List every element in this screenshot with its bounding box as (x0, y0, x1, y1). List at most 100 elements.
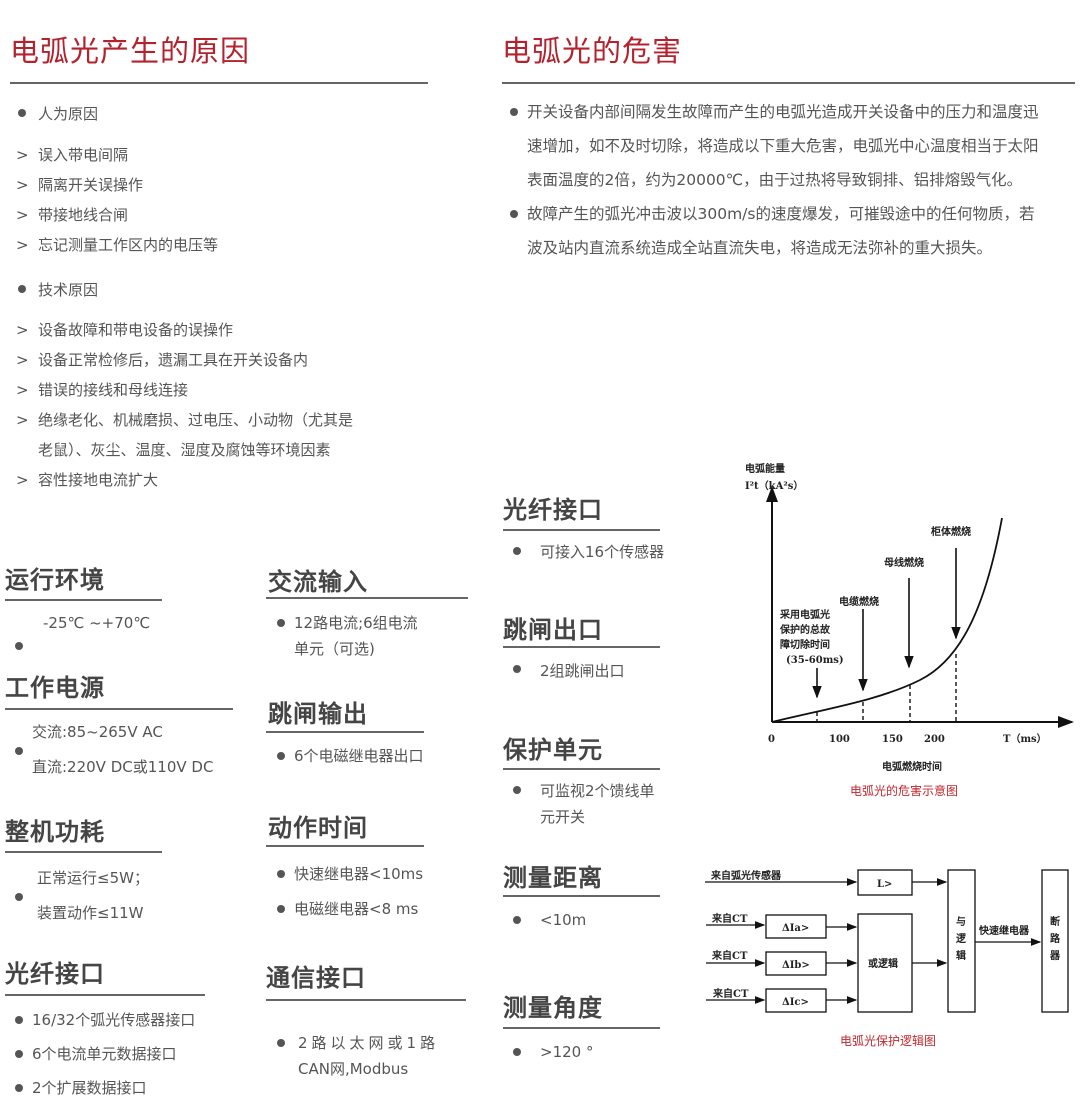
block-label: 断 (1050, 915, 1060, 928)
hazard-paragraph: 开关设备内部间隔发生故障而产生的电弧光造成开关设备中的压力和温度迅速增加，如不及… (510, 95, 1040, 197)
spec-comm-item: 2路以太网或1路 (298, 1034, 440, 1052)
y-label-unit: I²t（kA²s） (745, 479, 803, 492)
bullet-icon (513, 916, 521, 924)
list-item: >设备故障和带电设备的误操作 (16, 319, 233, 340)
annotation-label: 障切除时间 (780, 638, 830, 651)
list-item-text: 误入带电间隔 (38, 146, 129, 164)
chart-caption: 电弧光的危害示意图 (850, 783, 958, 798)
list-item-text: 设备正常检修后，遗漏工具在开关设备内 (38, 351, 309, 369)
annotation-label: 采用电弧光 (779, 608, 830, 621)
causes-title: 电弧光产生的原因 (10, 34, 251, 68)
block-label: 或逻辑 (868, 957, 898, 970)
chevron-right-icon: > (16, 236, 29, 254)
input-label: 来自CT (711, 949, 748, 962)
bullet-icon (277, 905, 285, 913)
cause-group-human: 人为原因 (38, 105, 99, 123)
spec-env-title: 运行环境 (5, 566, 105, 594)
block-label: 器 (1049, 950, 1061, 962)
bullet-icon (277, 870, 285, 878)
input-label: 来自弧光传感器 (710, 869, 782, 882)
bullet-icon (15, 747, 23, 755)
block-label: L> (877, 879, 892, 890)
x-tick: 200 (924, 734, 945, 745)
spec-fiber-right-item: 可接入16个传感器 (540, 543, 665, 561)
list-item: >设备正常检修后，遗漏工具在开关设备内 (16, 349, 308, 370)
spec-ac-input-title: 交流输入 (268, 568, 368, 596)
chevron-right-icon: > (16, 411, 29, 429)
divider (503, 768, 660, 770)
energy-curve (771, 517, 1003, 723)
annotation-label: 柜体燃烧 (930, 525, 971, 538)
spec-consumption-action: 装置动作≤11W (37, 904, 144, 922)
list-item: >隔离开关误操作 (16, 174, 143, 195)
bullet-icon (513, 547, 521, 555)
bullet-icon (15, 1084, 23, 1092)
hazard-text: 故障产生的弧光冲击波以300m/s的速度爆发，可摧毁途中的任何物质，若波及站内直… (527, 205, 1035, 257)
divider (5, 708, 233, 710)
spec-env-value: -25℃ ~+70℃ (43, 614, 151, 632)
logic-diagram-labels: 来自弧光传感器 来自CT 来自CT 来自CT L> ΔIa> ΔIb> ΔIc>… (710, 869, 1061, 1048)
annotation-label: (35-60ms) (786, 655, 844, 666)
spec-protection-title: 保护单元 (503, 736, 603, 764)
divider (266, 845, 424, 847)
block-label: ΔIa> (782, 923, 809, 934)
spec-fiber-right-title: 光纤接口 (503, 496, 603, 524)
bullet-icon (15, 1050, 23, 1058)
spec-comm-title: 通信接口 (266, 964, 366, 992)
chevron-right-icon: > (16, 471, 29, 489)
spec-power-title: 工作电源 (5, 674, 105, 702)
cause-group-technical: 技术原因 (38, 281, 99, 299)
breaker-block (1041, 869, 1069, 1013)
bullet-icon (18, 285, 26, 293)
bullet-icon (513, 786, 521, 794)
divider (5, 994, 205, 996)
list-item-text: 带接地线合闸 (38, 206, 129, 224)
spec-angle-item: >120 ° (540, 1043, 594, 1061)
spec-power-ac: 交流:85~265V AC (32, 723, 163, 741)
spec-fiber-left-title: 光纤接口 (5, 960, 105, 988)
spec-fiber-left-item: 2个扩展数据接口 (32, 1079, 147, 1097)
block-label: 辑 (956, 949, 966, 962)
list-item-text: 隔离开关误操作 (38, 176, 144, 194)
spec-protection-item: 可监视2个馈线单 (540, 782, 655, 800)
list-item-text: 错误的接线和母线连接 (38, 381, 189, 399)
bullet-icon (510, 210, 518, 218)
spec-comm-item: CAN网,Modbus (298, 1060, 409, 1078)
divider (5, 851, 162, 853)
bullet-icon (15, 893, 23, 901)
hazards-divider (502, 82, 1075, 84)
list-item-text: 忘记测量工作区内的电压等 (38, 236, 219, 254)
block-label: 路 (1050, 932, 1061, 945)
bullet-icon (513, 665, 521, 673)
bullet-icon (510, 108, 518, 116)
arc-hazard-chart: 电弧能量 I²t（kA²s） 0 100 150 200 T（ms） 电弧燃烧时… (745, 462, 1074, 798)
x-tick: 100 (829, 734, 850, 745)
spec-trip-output-title: 跳闸输出 (268, 700, 368, 728)
list-item: >容性接地电流扩大 (16, 469, 158, 490)
spec-action-time-item: 快速继电器<10ms (294, 865, 424, 883)
spec-protection-item: 元开关 (540, 808, 586, 826)
logic-diagram (705, 869, 1069, 1013)
annotation-label: 保护的总故 (779, 623, 831, 636)
divider (503, 646, 660, 648)
bullet-icon (15, 642, 23, 650)
divider (266, 999, 466, 1001)
relay-label: 快速继电器 (978, 924, 1030, 937)
hazards-title: 电弧光的危害 (502, 34, 683, 68)
spec-ac-input-item: 单元（可选) (294, 640, 375, 658)
x-label: 电弧燃烧时间 (882, 760, 942, 773)
block-label: ΔIc> (782, 997, 809, 1008)
block-label: 与 (956, 915, 966, 928)
spec-trip-exit-title: 跳闸出口 (503, 616, 603, 644)
annotation-label: 电缆燃烧 (839, 595, 879, 608)
chevron-right-icon: > (16, 321, 29, 339)
spec-consumption-title: 整机功耗 (5, 818, 105, 846)
hazard-paragraph: 故障产生的弧光冲击波以300m/s的速度爆发，可摧毁途中的任何物质，若波及站内直… (510, 197, 1040, 265)
bullet-icon (15, 1016, 23, 1024)
chevron-right-icon: > (16, 381, 29, 399)
divider (266, 731, 424, 733)
spec-angle-title: 测量角度 (503, 994, 603, 1022)
chevron-right-icon: > (16, 206, 29, 224)
list-item: > 带接地线合闸 (16, 204, 128, 225)
x-tick: 0 (768, 734, 775, 745)
